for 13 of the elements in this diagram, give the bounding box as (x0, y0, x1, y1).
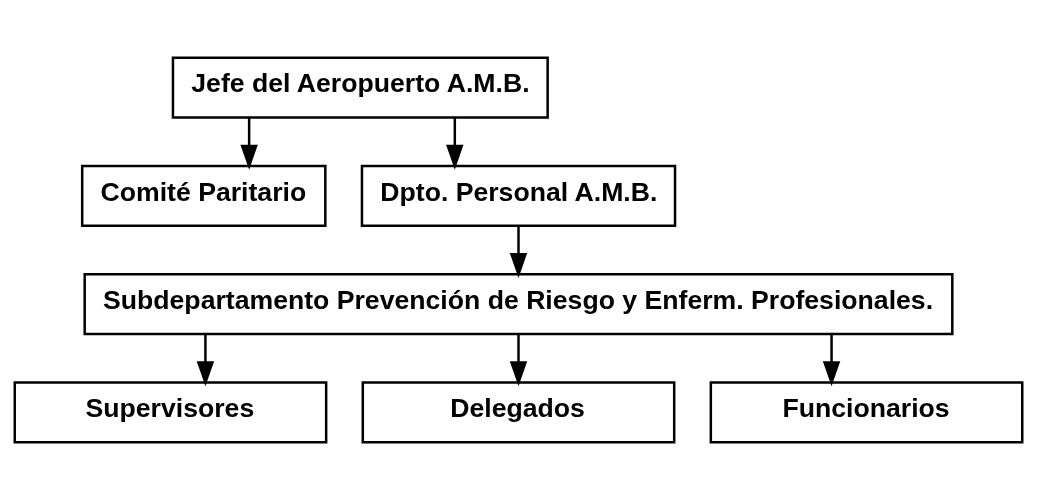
arrow (822, 334, 841, 387)
arrow (196, 334, 215, 387)
node-box: Delegados (361, 381, 676, 444)
node-box: Dpto. Personal A.M.B. (360, 164, 677, 228)
node-box: Funcionarios (709, 381, 1024, 444)
arrow (240, 117, 258, 170)
arrow (446, 117, 464, 170)
arrow (509, 226, 528, 278)
node-box: Comité Paritario (80, 164, 327, 228)
node-box: Jefe del Aeropuerto A.M.B. (171, 56, 549, 119)
node-box: Subdepartamento Prevención de Riesgo y Enferm. Profesionales. (83, 272, 954, 336)
arrow (509, 334, 528, 387)
node-box: Supervisores (13, 381, 328, 444)
